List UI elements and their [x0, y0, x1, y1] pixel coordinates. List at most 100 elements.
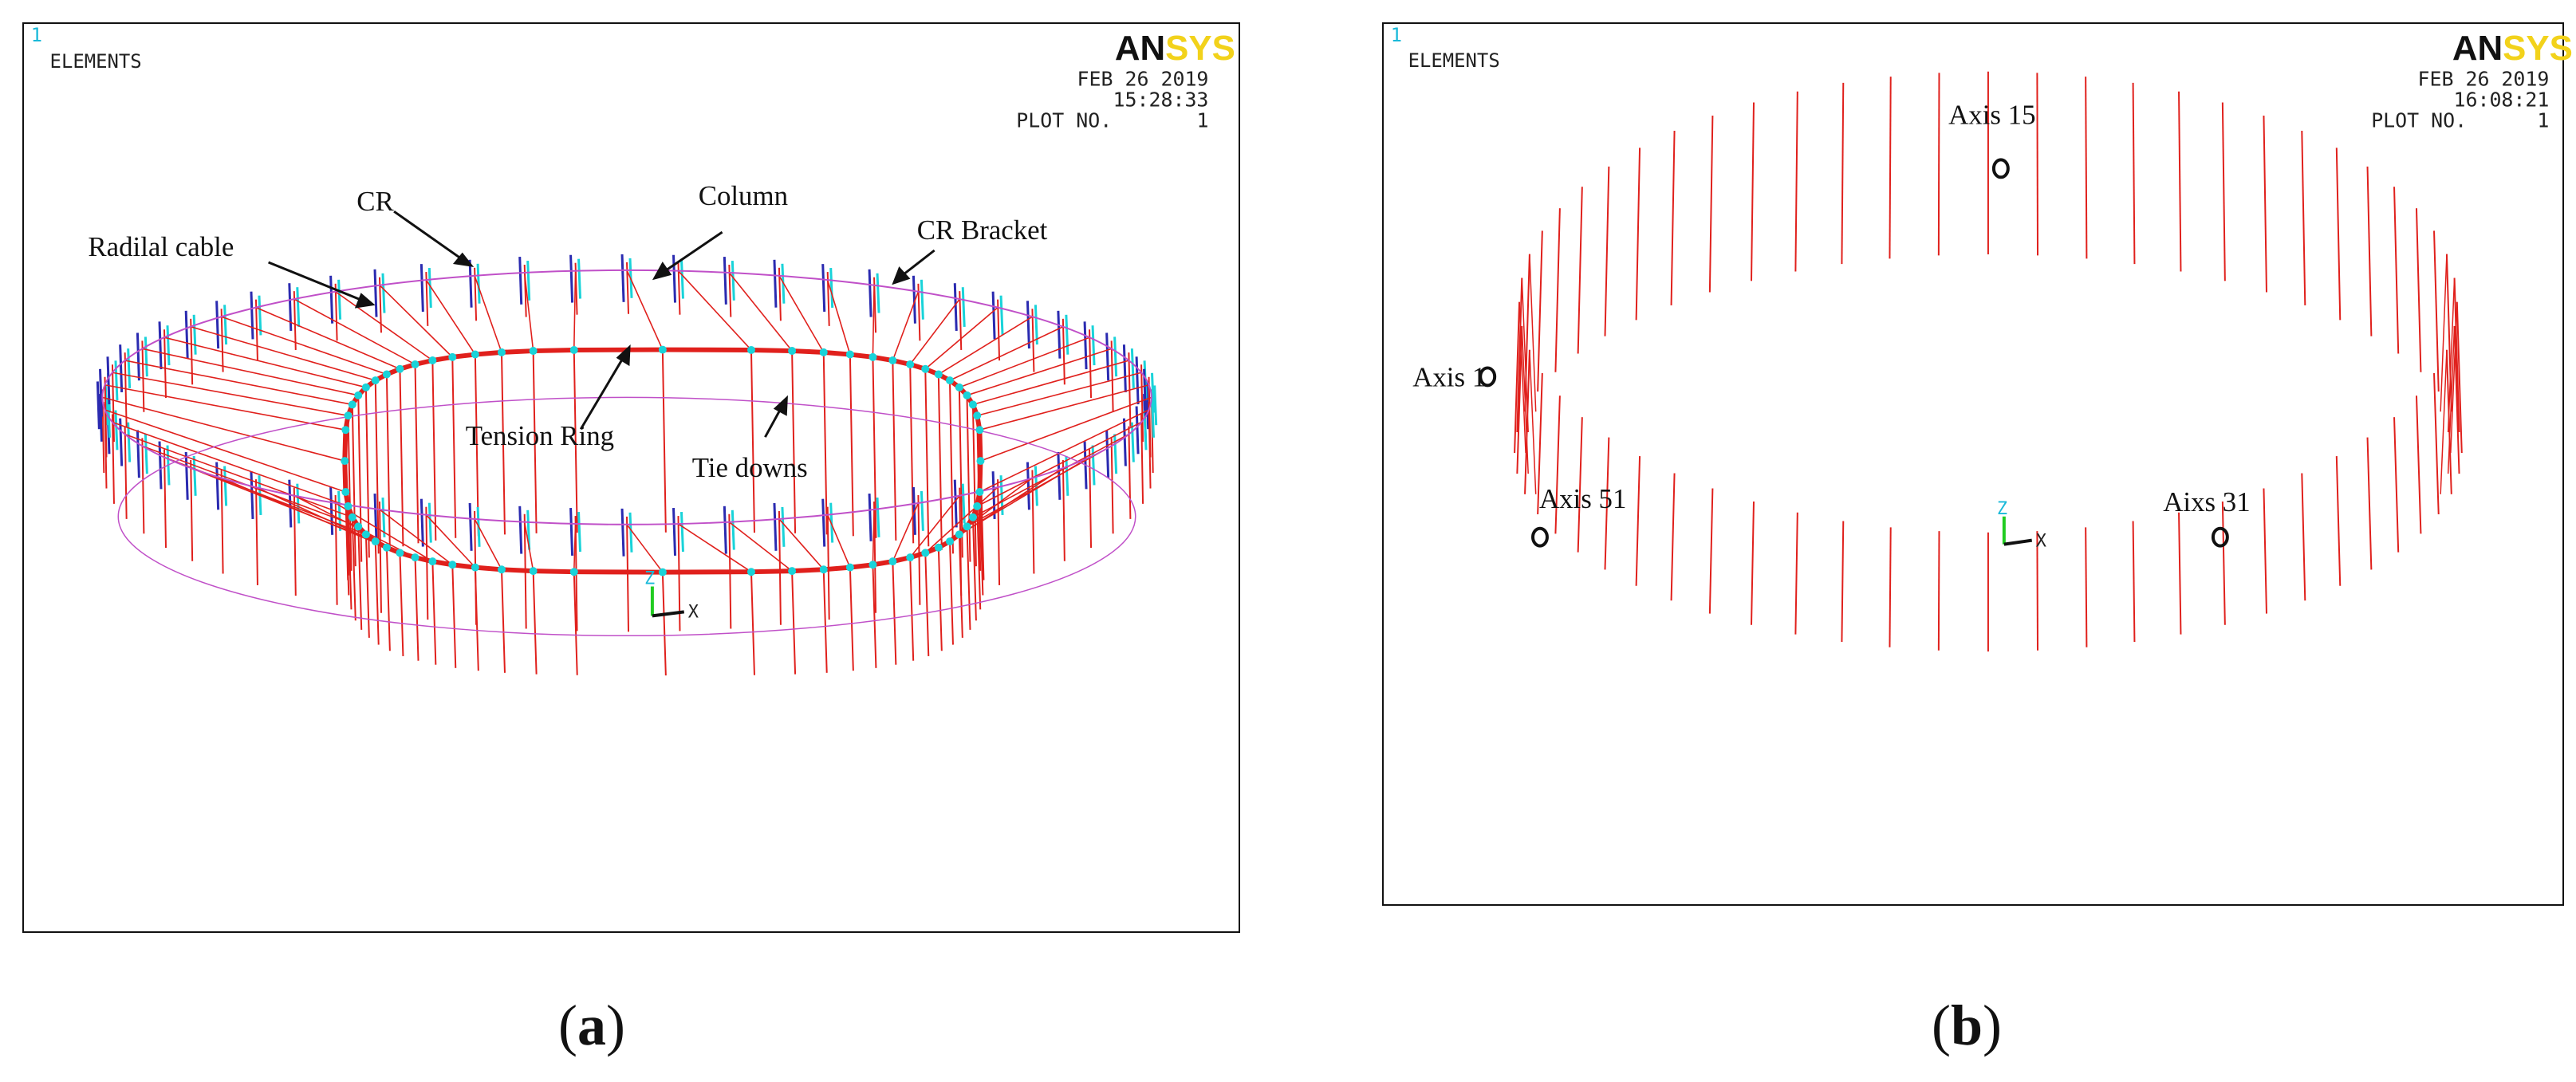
- cr-bracket-line: [1122, 418, 1127, 466]
- radial-cable-line: [678, 523, 752, 572]
- radial-cable-line: [102, 396, 345, 462]
- tension-ring-node: [906, 360, 915, 368]
- column-line: [1062, 318, 1065, 385]
- tie-down-line: [791, 571, 797, 675]
- column-line: [1062, 459, 1065, 561]
- label-axis-1: Axis 1: [1412, 361, 1486, 392]
- tension-ring-node: [921, 364, 930, 373]
- tension-ring-node: [869, 561, 877, 569]
- cr-bracket-line: [1130, 348, 1135, 389]
- tie-down-line: [399, 368, 404, 547]
- cr-bracket-line: [296, 287, 301, 328]
- tension-ring-node: [968, 400, 977, 409]
- radial-cable-line: [980, 396, 1152, 462]
- cr-bracket-line: [679, 258, 684, 299]
- tension-ring-node: [946, 376, 954, 385]
- radial-cable-line: [959, 336, 1090, 388]
- cr-bracket-line: [192, 314, 197, 355]
- tie-down-column: [2178, 512, 2182, 635]
- tie-down-column: [1889, 77, 1892, 259]
- cr-bracket-line: [114, 410, 119, 451]
- column-line: [334, 494, 338, 605]
- cr-bracket-line: [723, 506, 727, 554]
- radial-cable-line: [425, 514, 476, 569]
- cr-bracket-line: [144, 336, 148, 377]
- lower-ring: [117, 396, 1136, 637]
- cr-arrow: [393, 210, 467, 264]
- cr-bracket-line: [1065, 455, 1069, 496]
- tie-down-column: [2366, 437, 2373, 570]
- column-line: [997, 299, 1001, 361]
- tie-down-column: [1604, 166, 1610, 336]
- tie-down-column: [2301, 130, 2306, 305]
- compression-ring: [101, 269, 1152, 525]
- radial-cable-line: [626, 270, 664, 350]
- cr-bracket-line: [920, 279, 924, 320]
- svg-text:ANSYS: ANSYS: [2452, 29, 2573, 68]
- column-line: [997, 479, 1001, 585]
- cr-bracket-line: [1105, 332, 1110, 381]
- axis-markers: [1479, 158, 2229, 548]
- tie-down-column: [2132, 521, 2136, 642]
- tie-down-column: [1635, 456, 1641, 586]
- tie-down-line: [399, 553, 404, 656]
- radial-cable-line: [778, 518, 825, 570]
- plot-time: 16:08:21: [2453, 89, 2549, 112]
- tie-down-line: [357, 395, 363, 562]
- tie-down-line: [872, 565, 877, 668]
- label-cr-bracket: CR Bracket: [917, 214, 1048, 246]
- tension-ring-node: [906, 553, 915, 562]
- column-line: [104, 376, 108, 458]
- radial-cable-line: [872, 285, 875, 357]
- tension-ring-node: [411, 360, 419, 368]
- tie-down-line: [385, 374, 391, 550]
- cr-bracket-line: [476, 263, 481, 304]
- marker-axis-1: [1479, 366, 1497, 388]
- radial-cable-line: [523, 521, 534, 572]
- radial-cable-line: [826, 279, 851, 355]
- tension-ring-node: [946, 537, 954, 546]
- tie-down-line: [532, 571, 538, 675]
- cr-bracket-line: [468, 259, 473, 308]
- tie-downs-arrowhead: [773, 395, 788, 416]
- column-line: [141, 340, 145, 412]
- tie-down-column: [2335, 456, 2342, 586]
- tension-ring-node: [448, 561, 457, 569]
- cr-bracket-line: [569, 508, 574, 556]
- cr-bracket-line: [821, 498, 826, 547]
- cr-bracket-line: [620, 508, 625, 557]
- cr-bracket-line: [329, 275, 334, 324]
- ansys-logo: ANSYS: [1115, 29, 1235, 68]
- column-line: [1140, 364, 1144, 443]
- cr-bracket-line: [1113, 336, 1118, 377]
- column-line: [378, 501, 382, 613]
- tie-down-column: [1554, 208, 1561, 372]
- column-line: [917, 494, 921, 605]
- cr-bracket-line: [329, 486, 334, 535]
- cr-bracket-line: [106, 356, 111, 405]
- svg-text:ANSYS: ANSYS: [1115, 29, 1235, 68]
- tie-down-line: [948, 541, 954, 645]
- tie-down-line: [385, 547, 391, 651]
- cr-bracket-line: [1091, 325, 1096, 366]
- tie-down-line: [791, 351, 797, 533]
- radial-cable-line: [977, 372, 1142, 417]
- cr-bracket-line: [223, 305, 228, 345]
- cr-bracket-arrowhead: [892, 266, 911, 285]
- radial-cable-line: [979, 384, 1149, 431]
- tie-down-column: [1537, 230, 1543, 392]
- tension-ring-node: [968, 513, 977, 521]
- radial-cable-line: [778, 275, 825, 353]
- radial-cable-line: [892, 502, 920, 562]
- tension-ring-node: [869, 352, 877, 361]
- tie-down-column: [2036, 531, 2039, 651]
- tie-down-line: [849, 567, 854, 671]
- tie-down-column: [1751, 102, 1755, 281]
- coordinate-triad: Z X: [644, 569, 699, 623]
- cr-bracket-line: [912, 275, 916, 324]
- column-line: [190, 318, 194, 385]
- cr-bracket-line: [1135, 406, 1140, 454]
- cr-bracket-line: [577, 512, 582, 552]
- tension-ring-node: [396, 549, 404, 557]
- radial-cable-line: [924, 486, 998, 553]
